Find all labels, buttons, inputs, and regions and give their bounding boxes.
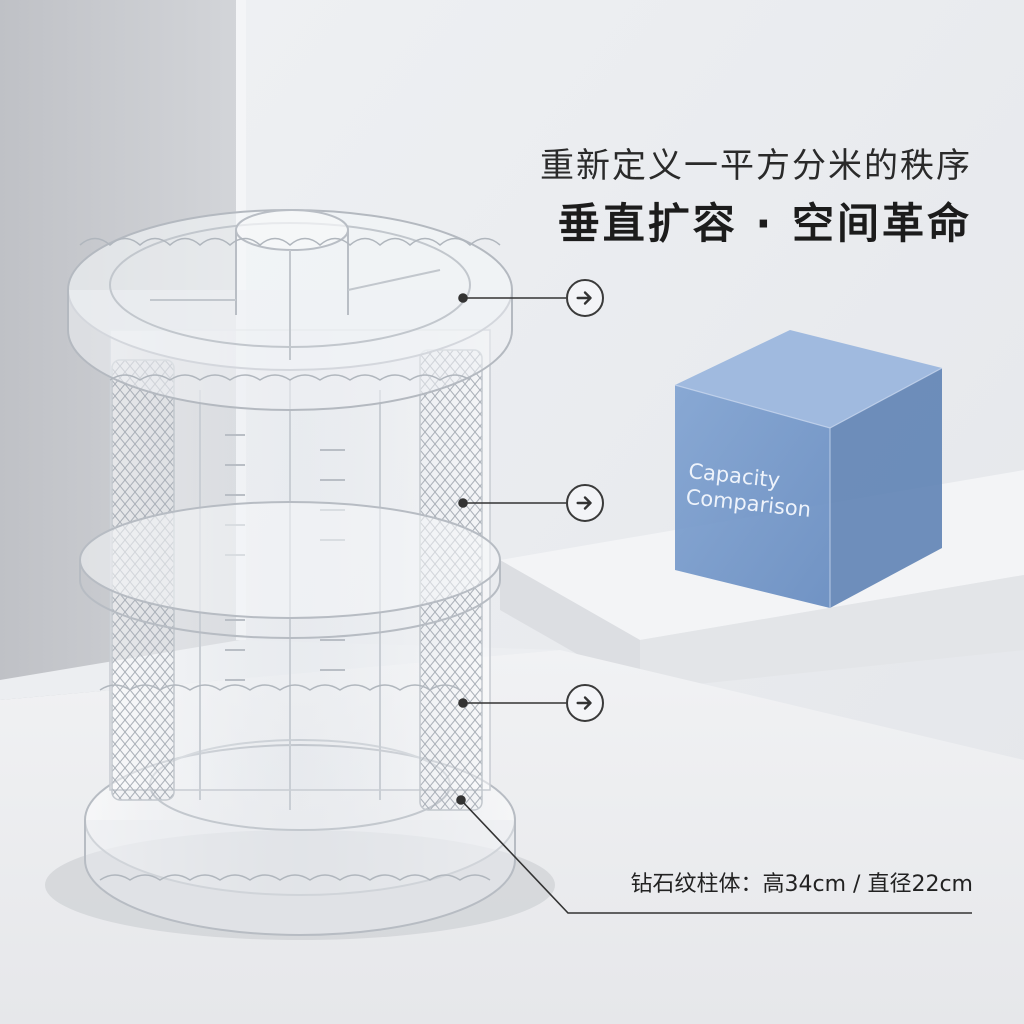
headline-title: 垂直扩容 · 空间革命 — [557, 199, 972, 248]
callout-arrow-top[interactable] — [566, 279, 604, 317]
arrow-right-icon — [576, 291, 592, 305]
cube-side — [830, 368, 942, 608]
capacity-cube — [674, 330, 943, 608]
cube-front — [675, 385, 830, 608]
callout-arrow-middle[interactable] — [566, 484, 604, 522]
upper-platform-front — [500, 560, 640, 690]
spec-caption: 钻石纹柱体：高34cm / 直径22cm — [630, 872, 973, 897]
arrow-right-icon — [576, 696, 592, 710]
headline-subtitle: 重新定义一平方分米的秩序 — [540, 146, 972, 186]
arrow-right-icon — [576, 496, 592, 510]
callout-arrow-bottom[interactable] — [566, 684, 604, 722]
upper-platform-side — [640, 575, 1024, 690]
acrylic-organizer — [67, 209, 516, 936]
callout-lines — [456, 293, 972, 914]
